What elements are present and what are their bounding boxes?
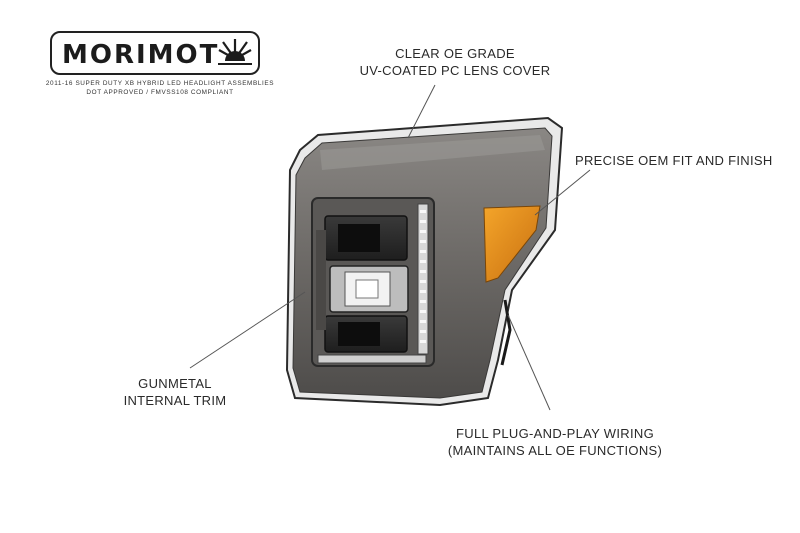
leader-line-wiring	[507, 314, 551, 411]
logo-brand-text: MORIMOTO	[62, 40, 244, 70]
callout-wiring-line1: FULL PLUG-AND-PLAY WIRING	[456, 426, 654, 441]
callout-trim-line1: GUNMETAL	[138, 376, 212, 391]
callout-fit-line1: PRECISE OEM FIT AND FINISH	[575, 153, 773, 168]
leader-line-trim	[189, 291, 306, 369]
led-strip	[417, 203, 429, 355]
callout-lens-line2: UV-COATED PC LENS COVER	[359, 63, 551, 78]
callout-lens-cover: CLEAR OE GRADE UV-COATED PC LENS COVER	[335, 45, 575, 79]
compliance-subtitle: DOT APPROVED / FMVSS108 COMPLIANT	[86, 89, 234, 96]
callout-internal-trim: GUNMETAL INTERNAL TRIM	[110, 375, 240, 409]
callout-wiring-line2: (MAINTAINS ALL OE FUNCTIONS)	[447, 443, 663, 458]
rising-sun-icon	[218, 37, 252, 71]
callout-oem-fit: PRECISE OEM FIT AND FINISH	[575, 152, 790, 169]
leader-line-lens	[407, 84, 436, 139]
amber-side-marker	[483, 205, 541, 283]
callout-lens-line1: CLEAR OE GRADE	[395, 46, 515, 61]
morimoto-logo: MORIMOTO	[50, 31, 260, 75]
product-subtitle: 2011-16 SUPER DUTY XB HYBRID LED HEADLIG…	[45, 80, 275, 87]
leader-line-fit	[534, 169, 591, 216]
callout-wiring: FULL PLUG-AND-PLAY WIRING (MAINTAINS ALL…	[430, 425, 680, 459]
callout-trim-line2: INTERNAL TRIM	[123, 393, 227, 408]
